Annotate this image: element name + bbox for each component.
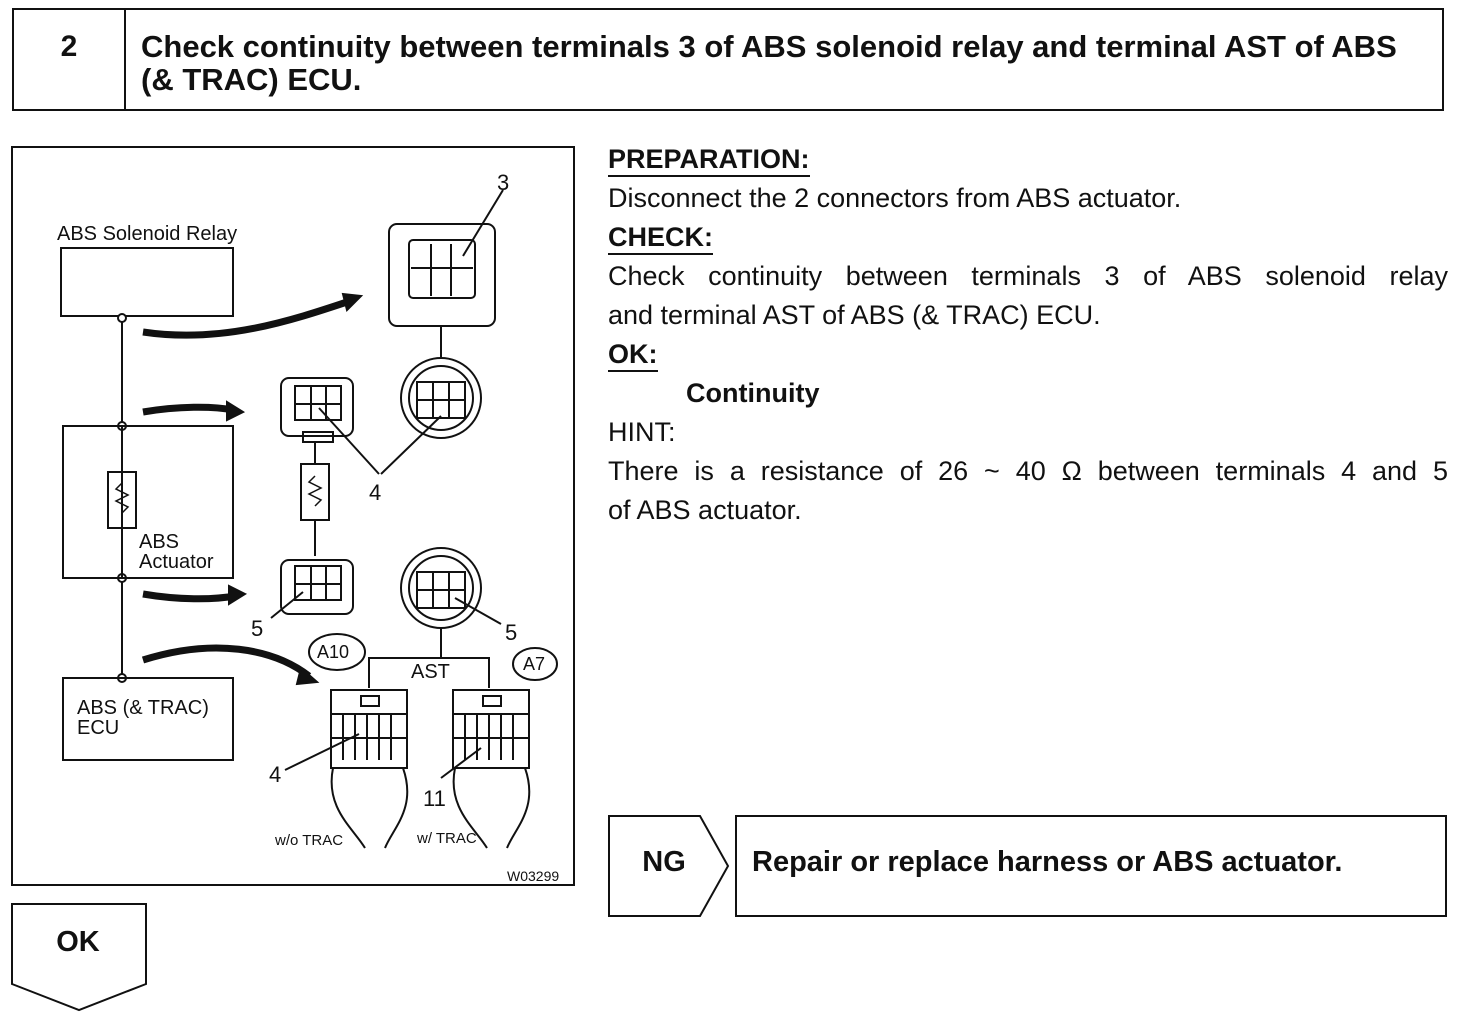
check-line-2: and terminal AST of ABS (& TRAC) ECU. bbox=[608, 300, 1101, 330]
check-heading: CHECK: bbox=[608, 222, 713, 255]
ast-label: AST bbox=[411, 661, 450, 683]
tag-a7 bbox=[512, 647, 558, 681]
tag-a10 bbox=[308, 633, 366, 671]
ng-arrow-shape bbox=[608, 815, 730, 917]
actuator-connector-bottom bbox=[280, 559, 354, 615]
terminal-4-label-ecu: 4 bbox=[269, 762, 282, 787]
preparation-heading: PREPARATION: bbox=[608, 144, 810, 177]
figure-id: W03299 bbox=[507, 868, 560, 884]
preparation-text: Disconnect the 2 connectors from ABS act… bbox=[608, 183, 1182, 213]
ecu-box bbox=[62, 677, 234, 761]
actuator-round-connector-top bbox=[400, 357, 482, 439]
ok-label: OK bbox=[56, 926, 100, 958]
actuator-label-line2: Actuator bbox=[139, 551, 214, 573]
step-number: 2 bbox=[14, 10, 126, 109]
ng-label: NG bbox=[642, 846, 686, 878]
w-trac-label: w/ TRAC bbox=[417, 830, 477, 847]
actuator-label-line1: ABS bbox=[139, 531, 180, 553]
wiring-diagram bbox=[60, 189, 558, 849]
ng-action-text: Repair or replace harness or ABS actuato… bbox=[752, 846, 1343, 878]
wo-trac-label: w/o TRAC bbox=[275, 832, 344, 849]
hint-line-1: There is a resistance of 26 ~ 40 Ω betwe… bbox=[608, 456, 1448, 486]
ecu-label-line2: ECU bbox=[77, 717, 120, 739]
ng-action-box bbox=[735, 815, 1447, 917]
terminal-3-label: 3 bbox=[497, 170, 510, 195]
hint-heading: HINT: bbox=[608, 417, 676, 447]
step-title: Check continuity between terminals 3 of … bbox=[141, 29, 1397, 97]
actuator-box bbox=[62, 425, 122, 579]
terminal-5-label-left: 5 bbox=[251, 616, 264, 641]
ok-arrow-shape bbox=[11, 903, 147, 1012]
ok-result-box bbox=[11, 903, 147, 1012]
terminal-4-label-actuator: 4 bbox=[369, 480, 382, 505]
ng-result-box bbox=[608, 815, 1447, 917]
step-header: 2 Check continuity between terminals 3 o… bbox=[12, 8, 1444, 111]
ok-value: Continuity bbox=[686, 378, 820, 408]
connector-a7-label: A7 bbox=[523, 654, 546, 674]
ast-wire bbox=[368, 657, 490, 688]
relay-box bbox=[60, 247, 234, 317]
ecu-connector-wo-trac bbox=[330, 689, 408, 769]
harness-resistor bbox=[300, 463, 330, 521]
connector-a10-label: A10 bbox=[317, 642, 350, 662]
instructions: PREPARATION: Disconnect the 2 connectors… bbox=[608, 140, 1448, 530]
hint-line-2: of ABS actuator. bbox=[608, 495, 802, 525]
terminal-5-label-right: 5 bbox=[505, 620, 518, 645]
ok-heading: OK: bbox=[608, 339, 658, 372]
check-line-1: Check continuity between terminals 3 of … bbox=[608, 261, 1448, 291]
relay-label: ABS Solenoid Relay bbox=[57, 223, 238, 245]
wiring-figure: ABS Solenoid Relay ABS Actuator ABS (& T… bbox=[11, 146, 575, 886]
ecu-connector-w-trac bbox=[452, 689, 530, 769]
actuator-connector-top bbox=[280, 377, 354, 437]
ecu-label-line1: ABS (& TRAC) bbox=[77, 697, 209, 719]
actuator-round-connector-bottom bbox=[400, 547, 482, 629]
terminal-11-label: 11 bbox=[423, 786, 446, 811]
